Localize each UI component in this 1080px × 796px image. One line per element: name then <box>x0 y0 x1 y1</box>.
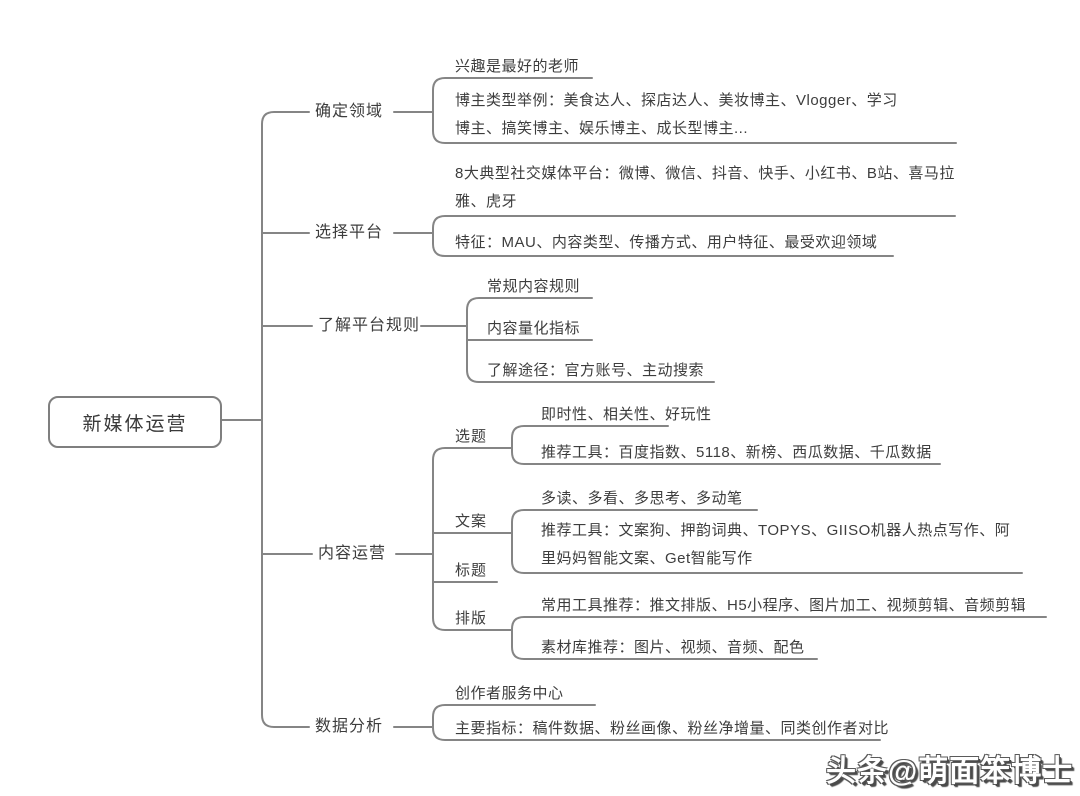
leaf-quant-metrics[interactable]: 内容量化指标 <box>487 320 581 337</box>
leaf-platform-features[interactable]: 特征：MAU、内容类型、传播方式、用户特征、最受欢迎领域 <box>455 234 878 251</box>
leaf-layout-tools[interactable]: 常用工具推荐：推文排版、H5小程序、图片加工、视频剪辑、音频剪辑 <box>541 597 1027 614</box>
leaf-creator-center[interactable]: 创作者服务中心 <box>455 685 564 702</box>
connector-trunk-rail <box>261 111 310 728</box>
connector-copy-children <box>511 509 1023 574</box>
watermark: 头条@萌面笨博士 <box>826 755 1074 788</box>
subbranch-copywriting[interactable]: 文案 <box>455 513 488 530</box>
branch-content-operation[interactable]: 内容运营 <box>318 545 387 562</box>
subbranch-layout[interactable]: 排版 <box>455 610 488 627</box>
subbranch-title[interactable]: 标题 <box>455 562 488 579</box>
leaf-material-libs[interactable]: 素材库推荐：图片、视频、音频、配色 <box>541 639 805 656</box>
leaf-key-metrics[interactable]: 主要指标：稿件数据、粉丝画像、粉丝净增量、同类创作者对比 <box>455 720 890 737</box>
leaf-interest-teacher[interactable]: 兴趣是最好的老师 <box>455 58 580 75</box>
connector-branch4-children-rail <box>432 447 513 631</box>
root-topic-label: 新媒体运营 <box>82 413 188 435</box>
leaf-learn-channels[interactable]: 了解途径：官方账号、主动搜索 <box>487 362 705 379</box>
connector-branch5-children <box>432 704 881 741</box>
connector-branch2-children <box>432 215 956 257</box>
branch-define-field[interactable]: 确定领域 <box>315 103 384 120</box>
leaf-blogger-types[interactable]: 博主类型举例：美食达人、探店达人、美妆博主、Vlogger、学习博主、搞笑博主、… <box>455 92 898 137</box>
connector-topic-children <box>511 425 941 465</box>
subbranch-topic-selection[interactable]: 选题 <box>455 428 488 445</box>
leaf-topic-qualities[interactable]: 即时性、相关性、好玩性 <box>541 406 712 423</box>
leaf-topic-tools[interactable]: 推荐工具：百度指数、5118、新榜、西瓜数据、千瓜数据 <box>541 444 932 461</box>
branch-data-analysis[interactable]: 数据分析 <box>315 718 384 735</box>
root-topic[interactable]: 新媒体运营 <box>48 396 222 448</box>
branch-choose-platform[interactable]: 选择平台 <box>315 224 384 241</box>
leaf-copy-tools[interactable]: 推荐工具：文案狗、押韵词典、TOPYS、GIISO机器人热点写作、阿里妈妈智能文… <box>541 522 1011 567</box>
leaf-eight-platforms[interactable]: 8大典型社交媒体平台：微博、微信、抖音、快手、小红书、B站、喜马拉雅、虎牙 <box>455 165 955 210</box>
connector-branch1-children <box>432 77 957 144</box>
leaf-copy-habits[interactable]: 多读、多看、多思考、多动笔 <box>541 490 743 507</box>
branch-platform-rules[interactable]: 了解平台规则 <box>318 317 421 334</box>
leaf-general-rules[interactable]: 常规内容规则 <box>487 278 581 295</box>
connector-layout-children <box>511 616 1047 660</box>
